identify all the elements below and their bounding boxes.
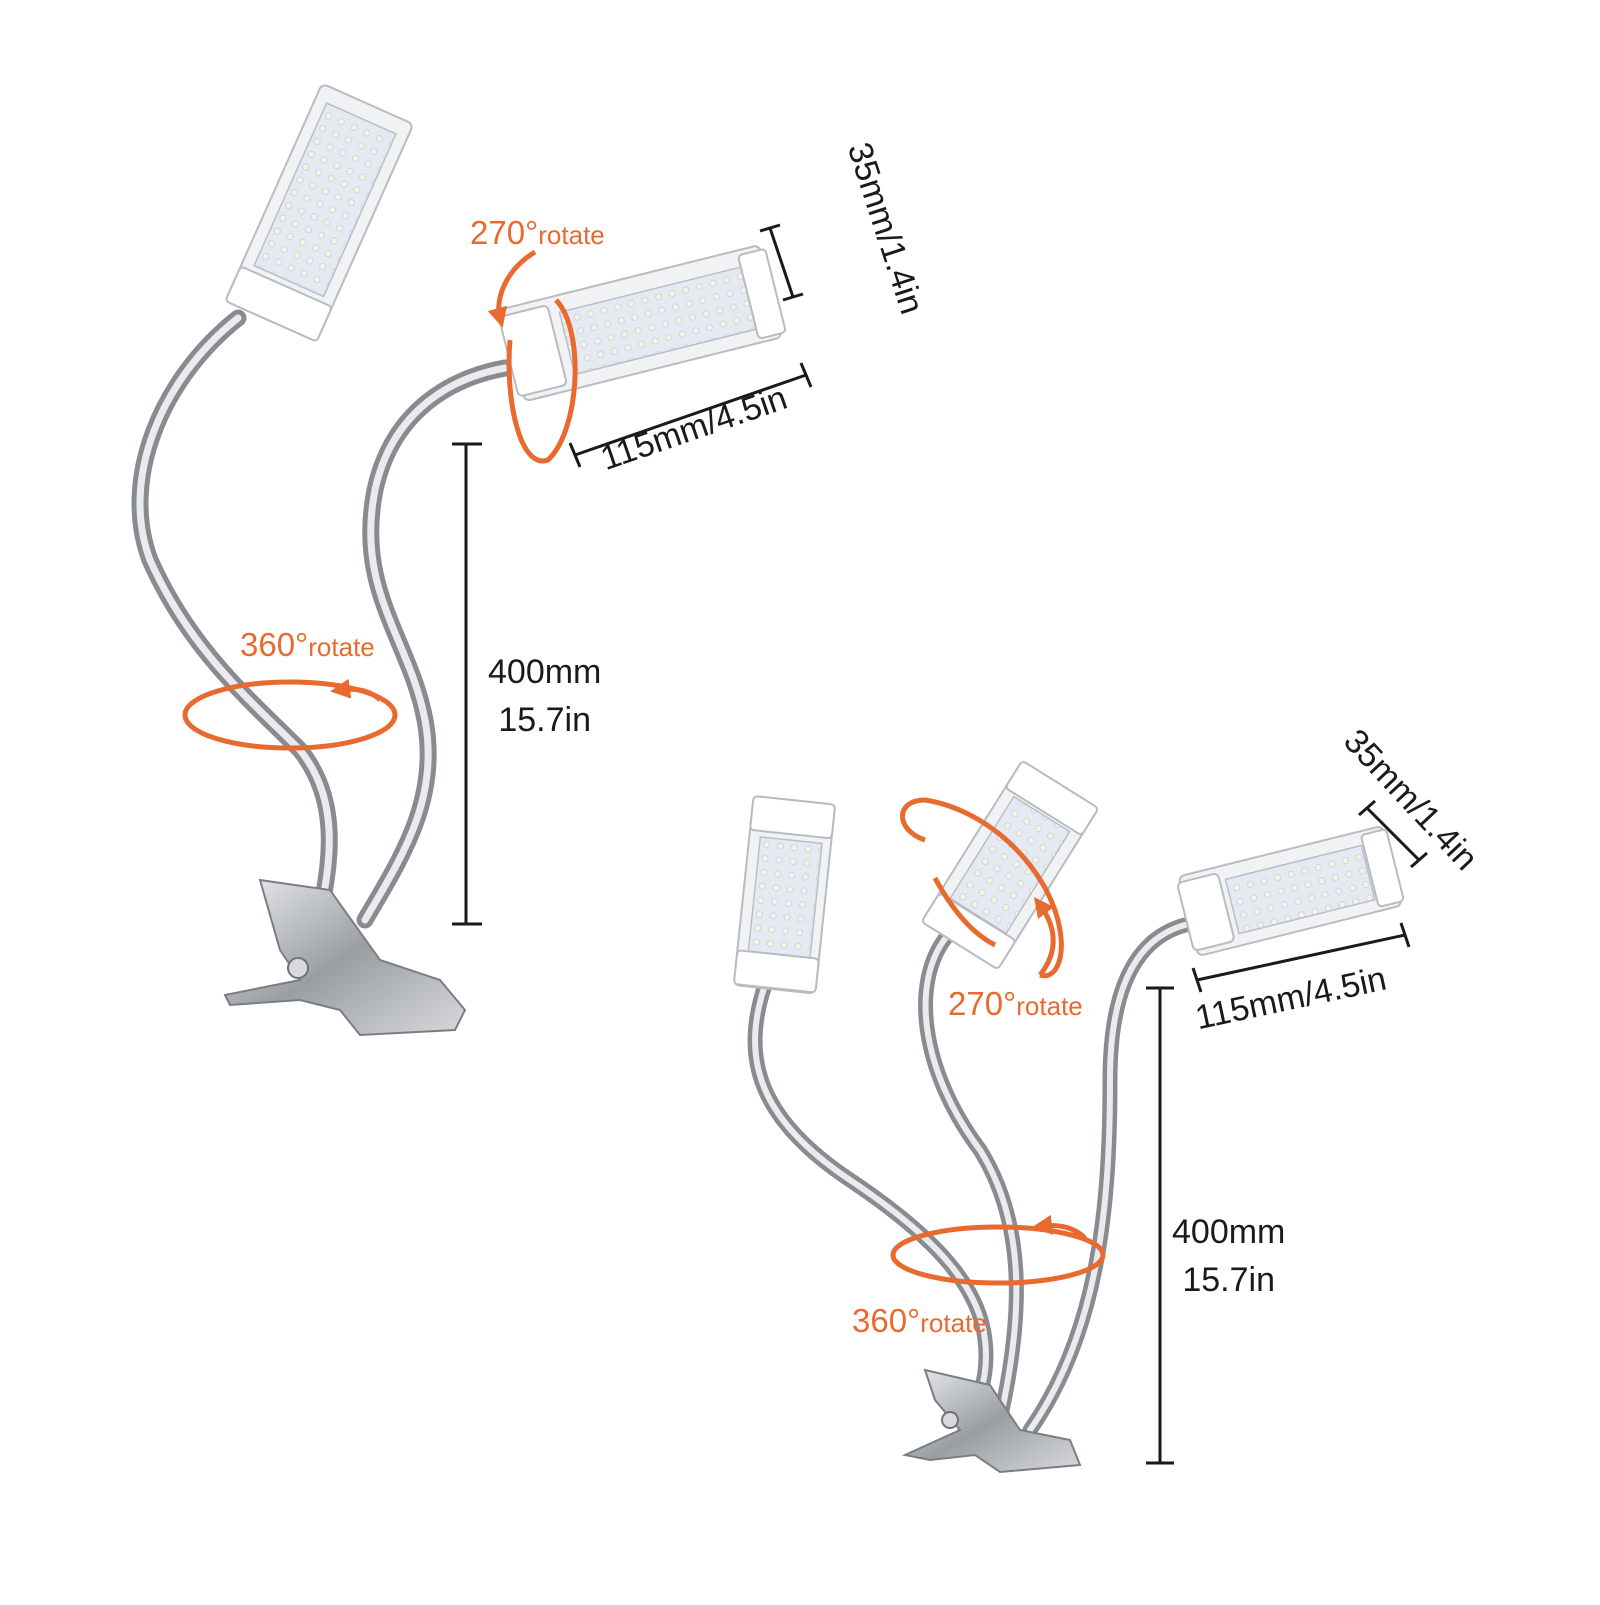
dual-head-lamp: [131, 84, 787, 1037]
dim-height-triple: [1146, 986, 1174, 1465]
height-label-dual: 400mm 15.7in: [488, 648, 601, 744]
height-mm-dual: 400mm: [488, 653, 602, 691]
rotate-head-label-triple: 270°rotate: [948, 985, 1083, 1022]
led-head-left: [225, 84, 413, 342]
clamp-base-dual: [223, 878, 467, 1037]
dim-length-triple: [1191, 922, 1411, 993]
rotate-arrow-base-triple: [890, 1214, 1106, 1286]
dim-height-dual: [452, 442, 482, 926]
led-head-right: [498, 245, 787, 402]
rotate-arrow-head-dual: [487, 249, 578, 464]
led-head-t3: [1177, 826, 1405, 956]
rotate-arrow-base-dual: [182, 678, 398, 751]
led-head-t1: [733, 795, 836, 994]
height-in-triple: 15.7in: [1182, 1261, 1275, 1299]
led-head-t2: [922, 761, 1098, 969]
rotate-base-label-triple: 360°rotate: [852, 1302, 987, 1339]
height-mm-triple: 400mm: [1172, 1213, 1286, 1251]
gooseneck-t1: [747, 977, 994, 1438]
clamp-base-triple: [901, 1368, 1082, 1474]
triple-head-lamp: [733, 761, 1405, 1474]
rotate-arrow-head-triple: [900, 797, 1064, 979]
rotate-head-label-dual: 270°rotate: [470, 214, 605, 251]
dim-width-dual: [759, 223, 804, 302]
height-in-dual: 15.7in: [498, 701, 591, 739]
dim-length-dual: [568, 362, 813, 468]
dim-width-triple: [1358, 799, 1428, 869]
rotate-base-label-dual: 360°rotate: [240, 626, 375, 663]
height-label-triple: 400mm 15.7in: [1172, 1208, 1285, 1304]
